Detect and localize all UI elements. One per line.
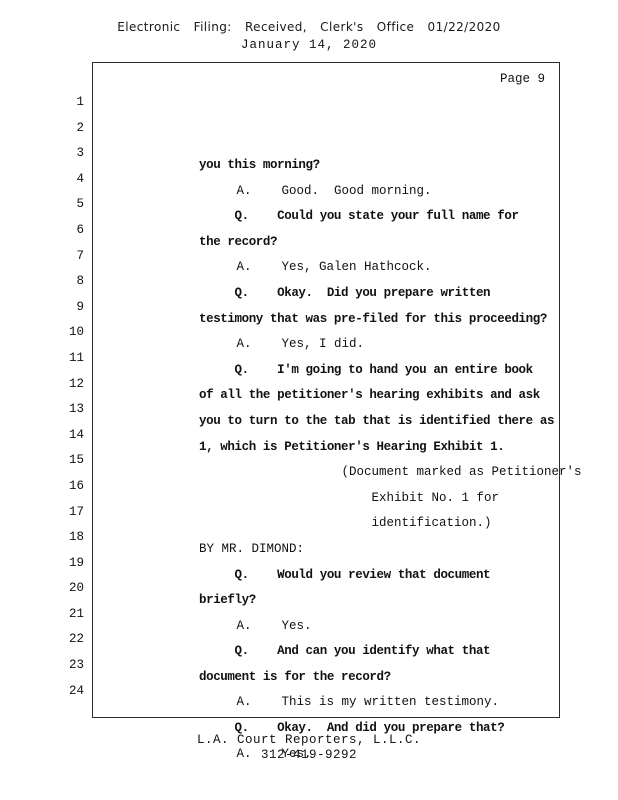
line-number: 9 <box>76 299 84 314</box>
line-number: 13 <box>68 402 84 417</box>
transcript-line: Exhibit No. 1 for <box>199 490 500 505</box>
reporter-company: L.A. Court Reporters, L.L.C. <box>196 733 422 747</box>
hearing-date: January 14, 2020 <box>240 38 378 52</box>
transcript-line: A. Yes, I did. <box>199 337 365 352</box>
transcript-line: (Document marked as Petitioner's <box>199 465 582 480</box>
transcript-line: you this morning? <box>199 158 320 172</box>
line-number: 14 <box>68 427 84 442</box>
transcript-line: A. Yes. <box>199 746 312 761</box>
transcript-line: A. Yes. <box>199 618 312 633</box>
line-number: 12 <box>68 376 84 391</box>
reporter-phone: 312-419-9292 <box>260 748 357 762</box>
transcript-line: A. This is my written testimony. <box>199 695 500 710</box>
line-number: 4 <box>76 171 84 186</box>
transcript-line: BY MR. DIMOND: <box>199 541 305 556</box>
transcript-line: Q. Could you state your full name for <box>199 209 519 224</box>
transcript-line: document is for the record? <box>199 669 391 684</box>
electronic-filing-stamp: Electronic Filing: Received, Clerk's Off… <box>117 20 501 34</box>
line-number: 11 <box>68 350 84 365</box>
document-footer: L.A. Court Reporters, L.L.C. 312-419-929… <box>0 733 618 763</box>
line-number: 17 <box>68 504 84 519</box>
transcript-line: 1, which is Petitioner's Hearing Exhibit… <box>199 439 505 454</box>
transcript-line: Q. Okay. And did you prepare that? <box>199 721 505 736</box>
line-number: 16 <box>68 478 84 493</box>
transcript-line: the record? <box>199 234 278 249</box>
page-number: Page 9 <box>499 72 545 86</box>
transcript-line: Q. Would you review that document <box>199 567 491 582</box>
line-number: 23 <box>68 658 84 673</box>
transcript-line: briefly? <box>199 593 256 608</box>
transcript-line: A. Good. Good morning. <box>199 183 432 198</box>
line-number: 8 <box>76 274 84 289</box>
line-number: 7 <box>76 248 84 263</box>
line-number: 15 <box>68 453 84 468</box>
transcript-line: Q. And can you identify what that <box>199 644 491 659</box>
line-number: 5 <box>76 197 84 212</box>
transcript-line: you to turn to the tab that is identifie… <box>199 413 555 428</box>
transcript-line: Q. Okay. Did you prepare written <box>199 285 491 300</box>
line-number: 10 <box>68 325 84 340</box>
line-number: 24 <box>68 683 84 698</box>
transcript-line: A. Yes, Galen Hathcock. <box>199 260 432 275</box>
line-number: 6 <box>76 222 84 237</box>
line-number: 22 <box>68 632 84 647</box>
line-number: 21 <box>68 606 84 621</box>
transcript-line: identification.) <box>199 516 492 531</box>
transcript-line: testimony that was pre-filed for this pr… <box>199 311 547 326</box>
line-number: 18 <box>68 530 84 545</box>
line-number: 20 <box>68 581 84 596</box>
line-number: 3 <box>76 146 84 161</box>
line-number: 1 <box>76 95 84 109</box>
transcript-line: of all the petitioner's hearing exhibits… <box>199 388 540 403</box>
transcript-page: Page 9 you this morning? A. Good. Good m… <box>92 62 582 761</box>
line-number: 2 <box>76 120 84 135</box>
transcript-line: Q. I'm going to hand you an entire book <box>199 362 534 377</box>
document-header: Electronic Filing: Received, Clerk's Off… <box>0 20 618 52</box>
line-number: 19 <box>68 555 84 570</box>
transcript-lines: you this morning? A. Good. Good morning.… <box>199 153 618 767</box>
